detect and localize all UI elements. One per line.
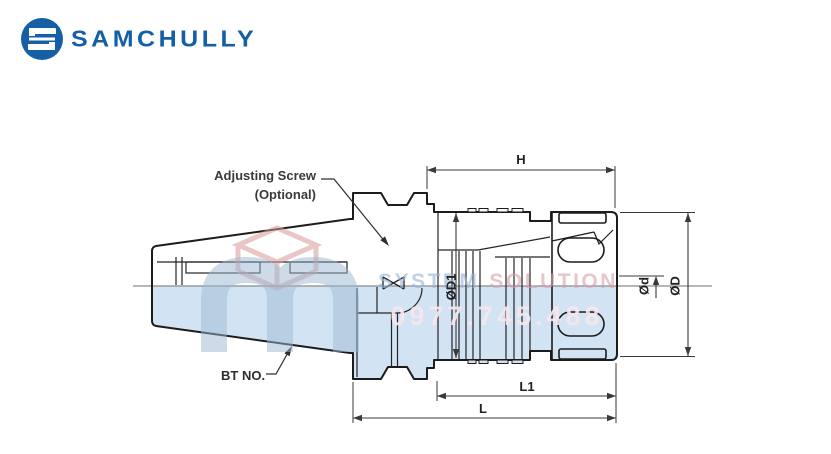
bt-no-label: BT NO. xyxy=(221,368,266,383)
dim-label-h: H xyxy=(516,152,526,167)
leader-lines xyxy=(266,178,387,375)
dim-label-d-small: Ød xyxy=(636,276,652,296)
dimension-lines xyxy=(353,169,689,419)
extension-lines xyxy=(352,166,695,423)
collet-nut-detail xyxy=(551,212,614,360)
dim-label-l1: L1 xyxy=(519,379,535,394)
adjusting-screw-label-line1: Adjusting Screw xyxy=(214,168,316,183)
adjusting-screw-label-line2: (Optional) xyxy=(254,187,316,202)
brand-name: SAMCHULLY xyxy=(71,25,258,52)
adjusting-screw-leader xyxy=(321,178,387,244)
dim-label-l: L xyxy=(479,401,487,416)
dimension-arrowheads xyxy=(353,166,692,422)
dim-label-d1: ØD1 xyxy=(443,273,459,301)
collet-internal-detail xyxy=(437,213,551,359)
adjusting-screw-symbol xyxy=(382,276,405,290)
bt-no-leader xyxy=(266,348,291,375)
brand-logo: SAMCHULLY xyxy=(20,17,257,61)
taper-internal-detail xyxy=(157,257,348,285)
adjusting-screw-label: Adjusting Screw (Optional) xyxy=(150,166,316,204)
serration-ticks xyxy=(467,208,524,364)
body-outline xyxy=(151,192,618,380)
samchully-logo-icon xyxy=(21,18,63,60)
dim-label-d-large: ØD xyxy=(667,276,683,296)
